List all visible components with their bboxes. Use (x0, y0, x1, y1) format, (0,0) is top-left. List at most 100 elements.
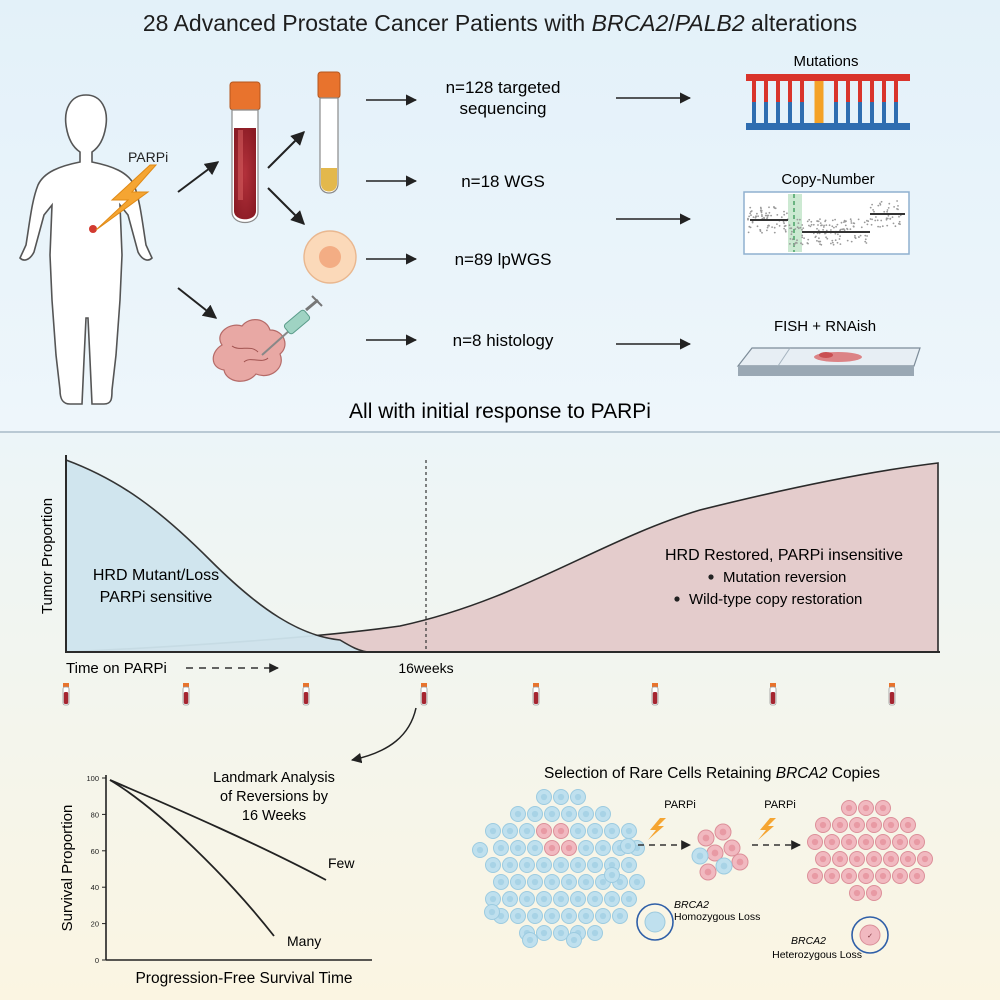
km-y-tick-label: 0 (95, 956, 99, 965)
blue-cell (536, 857, 552, 873)
pink-cell (849, 851, 865, 867)
parpi-label-3: PARPi (764, 799, 796, 811)
blue-cell (570, 823, 586, 839)
pink-cell (900, 817, 916, 833)
pink-cell (553, 823, 569, 839)
assay-wgs: n=18 WGS (461, 172, 545, 191)
sample-tube-icon (182, 683, 190, 706)
blue-cell (510, 908, 526, 924)
km-curve-many (109, 779, 275, 937)
pink-cell (900, 851, 916, 867)
tumor-site-dot (89, 225, 97, 233)
pink-cell (699, 863, 717, 881)
pink-cell (849, 817, 865, 833)
blue-cell (620, 838, 636, 854)
km-y-label: Survival Proportion (59, 805, 76, 932)
km-curve-few (109, 779, 327, 881)
sample-tube-icon (888, 683, 896, 706)
arrow-to-landmark-analysis (350, 707, 417, 764)
timepoint-tubes (62, 683, 896, 706)
pink-cell (909, 834, 925, 850)
parpi-label-2: PARPi (664, 799, 696, 811)
blue-cell (519, 823, 535, 839)
blue-cell (566, 932, 582, 948)
bullet-dot-2 (674, 596, 680, 602)
chart-y-label: Tumor Proportion (39, 498, 56, 614)
cell-cluster-initial (472, 789, 645, 948)
sample-tube-icon (769, 683, 777, 706)
blue-cell (561, 806, 577, 822)
blue-cell (510, 840, 526, 856)
output-copy-number-label: Copy-Number (781, 171, 874, 188)
blue-cell (621, 823, 637, 839)
top-bottom-caption: All with initial response to PARPi (349, 400, 651, 423)
blue-cell (612, 874, 628, 890)
blue-cell (502, 857, 518, 873)
assay-targeted-line1: n=128 targeted (446, 78, 561, 97)
sensitive-area (65, 458, 371, 653)
pink-cell (866, 885, 882, 901)
pink-cell (841, 800, 857, 816)
blue-cell (595, 908, 611, 924)
km-y-tick-label: 20 (91, 920, 99, 929)
blue-cell (604, 823, 620, 839)
cell-cluster-resistant (807, 800, 933, 901)
sample-tube-icon (302, 683, 310, 706)
legend-het-text: Heterozygous Loss (772, 949, 862, 961)
blue-cell (691, 847, 709, 865)
blue-cell (510, 874, 526, 890)
pink-cell (561, 840, 577, 856)
arrow-patient-to-blood (177, 161, 220, 193)
blue-cell (578, 908, 594, 924)
blue-cell (493, 840, 509, 856)
time-on-parpi-label: Time on PARPi (66, 660, 167, 677)
blue-cell (629, 874, 645, 890)
svg-text:✓: ✓ (867, 933, 873, 940)
pink-cell (892, 834, 908, 850)
blue-cell (510, 806, 526, 822)
blue-cell (536, 891, 552, 907)
pink-cell (866, 851, 882, 867)
km-x-label: Progression-Free Survival Time (135, 970, 352, 987)
selection-title: Selection of Rare Cells Retaining BRCA2 … (544, 765, 880, 782)
pink-cell (723, 839, 741, 857)
pink-cell (832, 851, 848, 867)
blue-cell (587, 891, 603, 907)
patient-figure (19, 94, 153, 405)
km-y-tick-label: 60 (91, 847, 99, 856)
pink-cell (858, 800, 874, 816)
tumor-proportion-chart (65, 455, 940, 653)
sensitive-label-line1: HRD Mutant/Loss (93, 567, 219, 584)
blue-cell (527, 874, 543, 890)
pink-cell (807, 868, 823, 884)
restored-bullet-1: Mutation reversion (723, 569, 846, 586)
blue-cell (595, 840, 611, 856)
blue-cell (522, 932, 538, 948)
sensitive-label-line2: PARPi sensitive (100, 589, 213, 606)
pink-cell (841, 868, 857, 884)
biopsy-needle-icon (261, 295, 323, 356)
blue-cell (527, 908, 543, 924)
cell-icon (303, 230, 357, 284)
assay-lpwgs: n=89 lpWGS (455, 250, 552, 269)
blue-cell (578, 806, 594, 822)
km-few-label: Few (328, 855, 355, 871)
blue-cell (553, 857, 569, 873)
legend-hom-text: Homozygous Loss (674, 911, 760, 923)
blue-cell (527, 806, 543, 822)
blue-cell (553, 789, 569, 805)
pink-cell (849, 885, 865, 901)
pink-cell (807, 834, 823, 850)
pink-cell (841, 834, 857, 850)
cell-cluster-intermediate (691, 823, 749, 881)
blue-cell (561, 908, 577, 924)
pink-cell (909, 868, 925, 884)
km-y-tick-label: 80 (91, 810, 99, 819)
pink-cell (858, 834, 874, 850)
blue-cell (519, 857, 535, 873)
blue-cell (578, 874, 594, 890)
pink-cell (536, 823, 552, 839)
blue-cell (570, 789, 586, 805)
restored-bullet-2: Wild-type copy restoration (689, 591, 862, 608)
